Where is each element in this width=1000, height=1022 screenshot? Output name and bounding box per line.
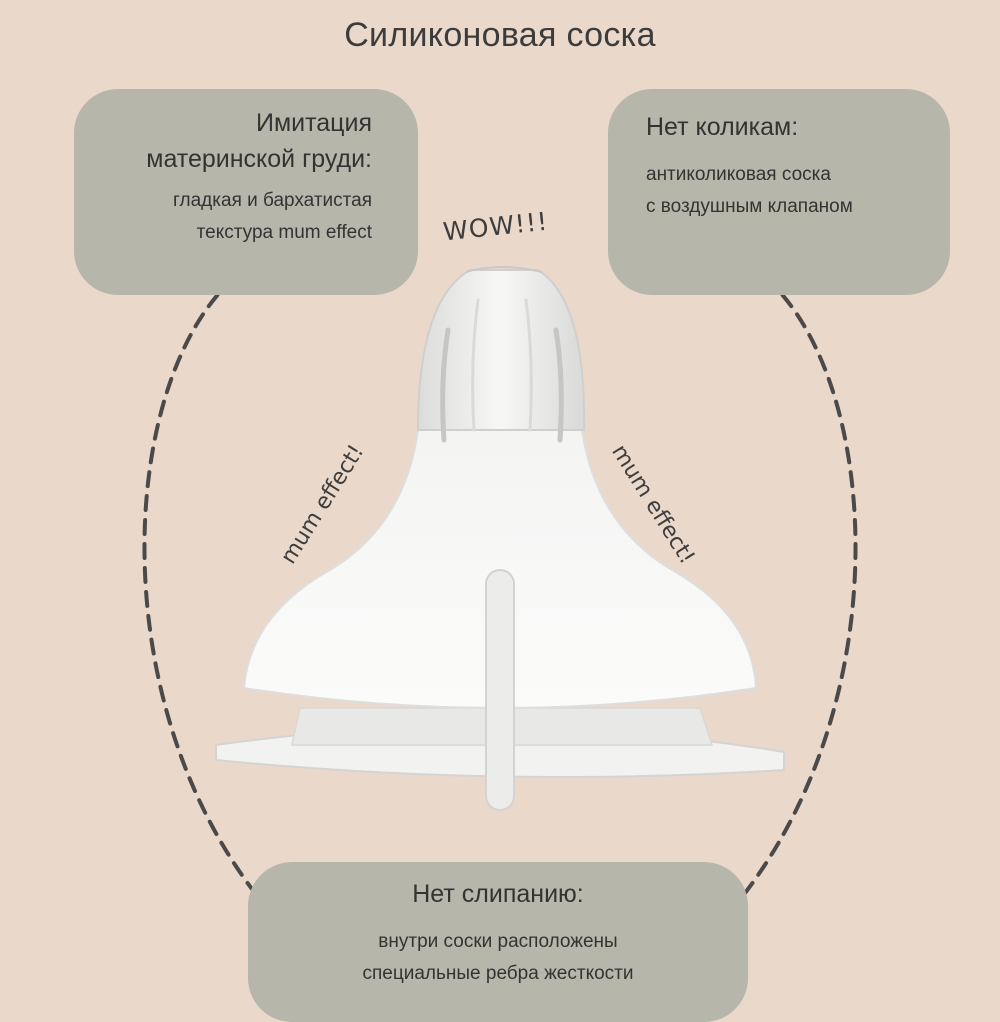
card-text: внутри соски расположены [378,931,618,952]
card-text: гладкая и бархатистая [173,190,372,211]
card-text: с воздушным клапаном [646,196,853,217]
card-heading: материнской груди: [146,145,372,173]
card-heading: Имитация [255,109,372,137]
card-text: текстура mum effect [196,222,372,243]
anti-collapse-card: Нет слипанию: внутри соски расположены с… [248,862,748,1022]
dashed-arc-left [142,276,264,904]
page-title: Силиконовая соска [344,16,656,54]
dashed-arc-right [736,276,858,904]
card-text: специальные ребра жесткости [362,963,634,984]
breast-imitation-card: Имитация материнской груди: гладкая и ба… [74,89,418,295]
nipple-shape [215,266,785,811]
card-heading: Нет коликам: [646,113,799,141]
card-text: антиколиковая соска [646,164,831,185]
card-heading: Нет слипанию: [412,880,584,908]
no-colic-card: Нет коликам: антиколиковая соска с возду… [608,89,950,295]
nipple-illustration [142,266,858,910]
